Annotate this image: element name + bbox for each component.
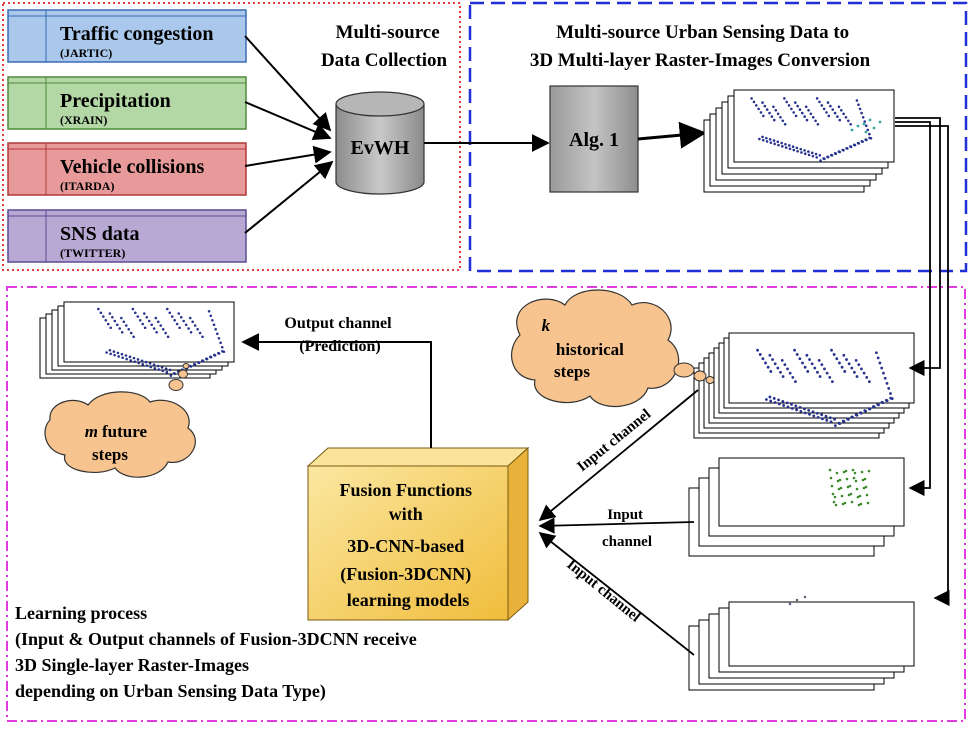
source-org: (XRAIN) (60, 113, 107, 127)
input-channel-label-bottom: Input channel (563, 557, 643, 626)
precipitation-raster-stack (688, 457, 905, 557)
input-channel-label-middle: Input channel (602, 507, 652, 550)
input-channel-label-top: Input channel (574, 406, 654, 475)
output-channel-label: Output channel (Prediction) (284, 315, 395, 355)
source-box-0: Traffic congestion(JARTIC) (7, 9, 247, 63)
algorithm-box: Alg. 1 (549, 85, 639, 193)
conversion-title: Multi-source Urban Sensing Data to 3D Mu… (530, 22, 871, 71)
multilayer-raster-stack (703, 89, 895, 193)
historical-traffic-stack (693, 332, 915, 439)
input-channel-arrows (538, 389, 699, 656)
channel-split-lines (895, 117, 950, 607)
source-box-2: Vehicle collisions(ITARDA) (7, 142, 247, 196)
output-channel-arrow (241, 333, 432, 448)
historical-steps-cloud: k historical steps (511, 289, 715, 408)
collection-region (2, 2, 461, 271)
source-org: (JARTIC) (60, 46, 112, 60)
alg-to-raster-arrow (637, 121, 707, 149)
learning-region (6, 286, 966, 722)
source-name: SNS data (60, 223, 139, 245)
collision-raster-stack (688, 595, 915, 691)
prediction-raster-stack (39, 301, 235, 379)
source-name: Vehicle collisions (60, 156, 204, 178)
source-arrows (244, 35, 334, 234)
source-org: (TWITTER) (60, 246, 125, 260)
learning-caption: Learning process (Input & Output channel… (15, 603, 421, 702)
svg-text:k historical steps: k historical steps (542, 316, 629, 381)
collection-title: Multi-source Data Collection (321, 22, 448, 71)
source-org: (ITARDA) (60, 179, 114, 193)
evwh-label: EvWH (351, 137, 410, 159)
source-name: Traffic congestion (60, 23, 214, 45)
algorithm-label: Alg. 1 (569, 129, 619, 151)
evwh-warehouse: EvWH (335, 91, 425, 195)
source-box-1: Precipitation(XRAIN) (7, 76, 247, 130)
source-box-3: SNS data(TWITTER) (7, 209, 247, 263)
source-name: Precipitation (60, 90, 171, 112)
conversion-region (468, 1, 968, 273)
fusion-model-label: Fusion Functions with 3D-CNN-based (Fusi… (339, 480, 476, 610)
fusion-model-box: Fusion Functions with 3D-CNN-based (Fusi… (306, 446, 530, 622)
